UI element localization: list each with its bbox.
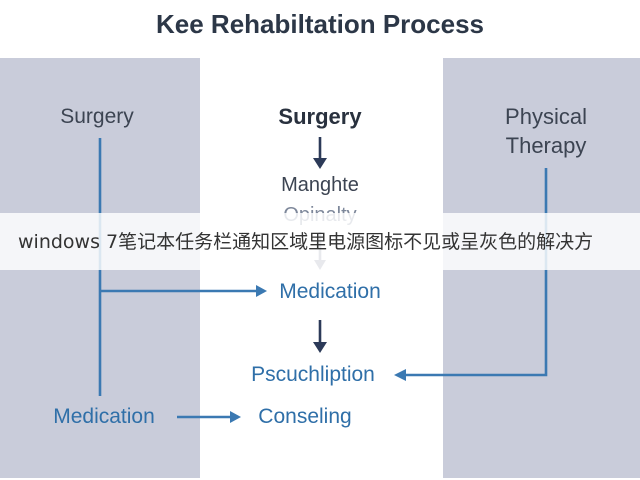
therapy-to-prescription-connector	[404, 168, 548, 377]
arrow-medication-to-prescription-head	[313, 342, 327, 353]
center-lane-heading: Surgery	[278, 104, 362, 129]
counseling-node: Conseling	[258, 405, 352, 428]
caption-banner: windows 7笔记本任务栏通知区域里电源图标不见或呈灰色的解决方	[0, 213, 640, 270]
caption-banner-text: windows 7笔记本任务栏通知区域里电源图标不见或呈灰色的解决方	[18, 231, 594, 253]
medication-to-counseling-arrowhead	[230, 411, 241, 423]
left-to-medication-arrowhead	[256, 285, 267, 297]
left-lane-heading: Surgery	[60, 105, 134, 128]
center-step-medication: Medication	[279, 280, 381, 303]
therapy-to-prescription-arrowhead	[394, 369, 406, 381]
arrow-surgery-to-step1-head	[313, 158, 327, 169]
center-step-1: Manghte	[281, 174, 359, 196]
right-lane-heading: Physical Therapy	[505, 104, 587, 158]
left-lane-medication: Medication	[53, 405, 155, 428]
center-step-prescription: Pscuchliption	[251, 363, 375, 386]
diagram-title: Kee Rehabiltation Process	[156, 9, 484, 39]
